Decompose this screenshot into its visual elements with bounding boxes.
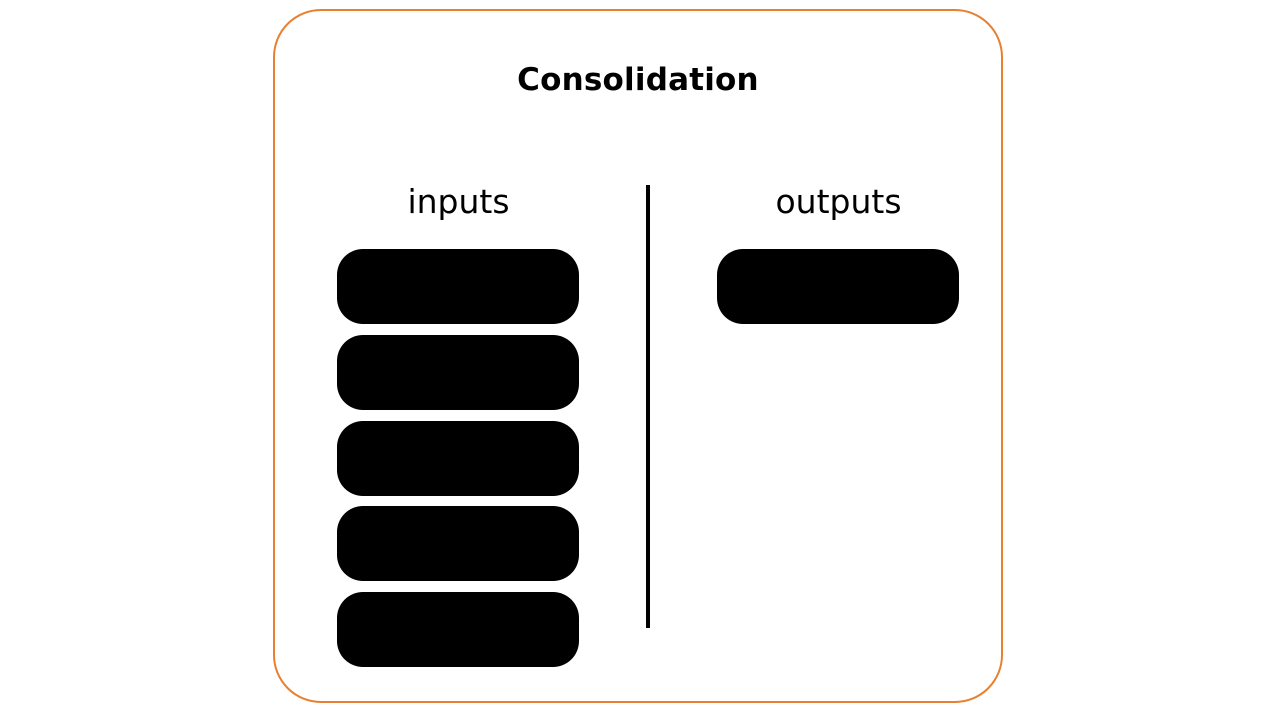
output-block-1 [717, 249, 959, 324]
diagram-title: Consolidation [517, 62, 759, 98]
inputs-label: inputs [407, 182, 510, 221]
outputs-label: outputs [775, 182, 902, 221]
input-block-2 [337, 335, 579, 410]
input-block-4 [337, 506, 579, 581]
column-divider [646, 185, 650, 628]
input-block-5 [337, 592, 579, 667]
input-block-1 [337, 249, 579, 324]
input-block-3 [337, 421, 579, 496]
